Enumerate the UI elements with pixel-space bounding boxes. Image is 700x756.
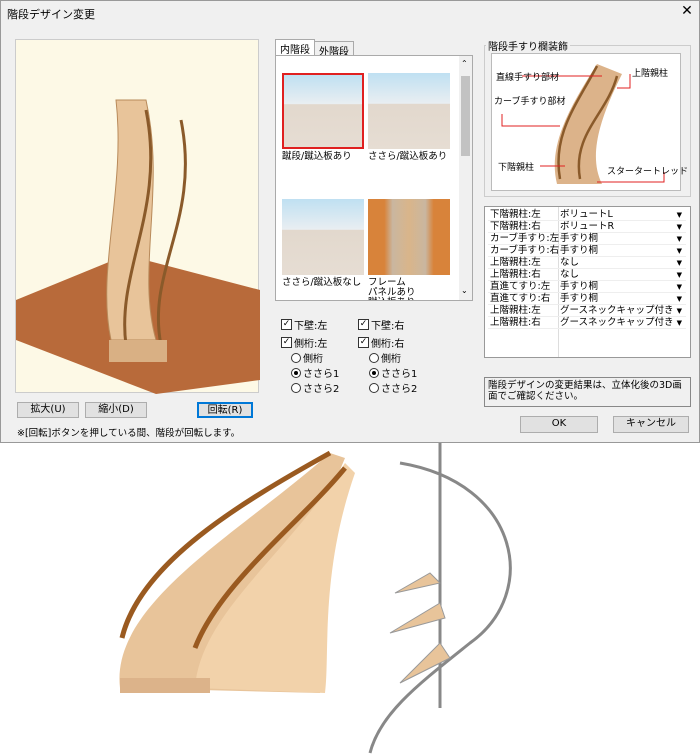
- right-radio-sasara2[interactable]: ささら2: [369, 380, 417, 395]
- zoom-out-button[interactable]: 縮小(D): [85, 402, 147, 418]
- left-radio-sasara1[interactable]: ささら1: [291, 365, 339, 380]
- lower-wall-left-checkbox[interactable]: ✓下壁:左: [281, 319, 328, 332]
- info-message: 階段デザインの変更結果は、立体化後の3D画面でご確認ください。: [484, 377, 691, 407]
- dropdown-arrow-icon[interactable]: ▼: [676, 295, 682, 303]
- table-row[interactable]: 上階親柱:右 グースネックキャップ付き▼: [488, 317, 686, 329]
- row-key: 上階親柱:左: [490, 257, 541, 268]
- gallery-item-label: ささら/蹴込板あり: [368, 151, 448, 162]
- rotate-button[interactable]: 回転(R): [197, 402, 253, 418]
- cancel-button[interactable]: キャンセル: [613, 416, 689, 433]
- right-radio-sasara1[interactable]: ささら1: [369, 365, 417, 380]
- gallery-scrollbar[interactable]: ⌃ ⌄: [459, 56, 472, 300]
- label-upper-post: 上階親柱: [632, 69, 669, 79]
- stringer-right-checkbox[interactable]: ✓側桁:右: [358, 337, 405, 350]
- row-value-select[interactable]: ボリュートR: [560, 221, 615, 232]
- row-key: 上階親柱:右: [490, 269, 541, 280]
- row-value-select[interactable]: なし: [560, 269, 580, 280]
- zoom-in-button[interactable]: 拡大(U): [17, 402, 79, 418]
- dialog-title: 階段デザイン変更: [7, 8, 95, 21]
- stair-design-dialog: 階段デザイン変更 ✕ 拡大(U) 縮小(D) 回転(R) ※[回転]ボタンを押し…: [0, 0, 700, 443]
- row-value-select[interactable]: 手すり桐: [560, 281, 599, 292]
- railing-diagram: 直線手すり部材 上階親柱 カーブ手すり部材 下階親柱 スタータートレッド: [491, 53, 688, 191]
- left-radio-sasara2[interactable]: ささら2: [291, 380, 339, 395]
- lower-wall-right-checkbox[interactable]: ✓下壁:右: [358, 319, 405, 332]
- gallery-item-label: フレーム パネルあり 蹴込板あり: [368, 277, 416, 301]
- stair-example-illustrations: [119, 443, 512, 754]
- table-row[interactable]: 上階親柱:右 なし ▼: [488, 269, 686, 281]
- row-key: 上階親柱:左: [490, 305, 541, 316]
- dropdown-arrow-icon[interactable]: ▼: [676, 259, 682, 267]
- table-row[interactable]: カーブ手すり:左手すり桐 ▼: [488, 233, 686, 245]
- stair-style-gallery: 蹴段/蹴込板あり ささら/蹴込板あり ささら/蹴込板なし フレーム パネルあり …: [275, 55, 473, 301]
- right-radio-stringer[interactable]: 側桁: [369, 350, 401, 365]
- row-key: 直進てすり:左: [490, 281, 551, 292]
- row-key: 下階親柱:左: [490, 209, 541, 220]
- row-value-select[interactable]: グースネックキャップ付き: [560, 305, 674, 316]
- gallery-item-label: ささら/蹴込板なし: [282, 277, 362, 288]
- table-row[interactable]: 下階親柱:左 ボリュートL ▼: [488, 209, 686, 221]
- label-starter-tread: スタータートレッド: [607, 167, 689, 177]
- row-key: カーブ手すり:左: [490, 233, 560, 244]
- ok-button[interactable]: OK: [520, 416, 598, 433]
- dropdown-arrow-icon[interactable]: ▼: [676, 271, 682, 279]
- decoration-group-title: 階段手すり欄装飾: [486, 38, 570, 53]
- table-row[interactable]: 上階親柱:左 グースネックキャップ付き▼: [488, 305, 686, 317]
- left-radio-stringer[interactable]: 側桁: [291, 350, 323, 365]
- label-lower-post: 下階親柱: [498, 163, 535, 173]
- label-curve-rail: カーブ手すり部材: [494, 97, 566, 107]
- row-value-select[interactable]: 手すり桐: [560, 245, 599, 256]
- dropdown-arrow-icon[interactable]: ▼: [676, 247, 682, 255]
- table-row[interactable]: 上階親柱:左 なし ▼: [488, 257, 686, 269]
- dropdown-arrow-icon[interactable]: ▼: [676, 223, 682, 231]
- row-value-select[interactable]: 手すり桐: [560, 233, 599, 244]
- rotate-note: ※[回転]ボタンを押している間、階段が回転します。: [17, 428, 241, 439]
- dropdown-arrow-icon[interactable]: ▼: [676, 211, 682, 219]
- gallery-item-thumb[interactable]: [282, 199, 364, 275]
- spiral-stair-illustration: [368, 443, 512, 754]
- table-row[interactable]: 下階親柱:右 ボリュートR ▼: [488, 221, 686, 233]
- row-value-select[interactable]: 手すり桐: [560, 293, 599, 304]
- gallery-item-label: 蹴段/蹴込板あり: [282, 151, 352, 162]
- table-row[interactable]: 直進てすり:左手すり桐 ▼: [488, 281, 686, 293]
- row-value-select[interactable]: グースネックキャップ付き: [560, 317, 674, 328]
- gallery-item-thumb[interactable]: [282, 73, 364, 149]
- stringer-left-checkbox[interactable]: ✓側桁:左: [281, 337, 328, 350]
- dropdown-arrow-icon[interactable]: ▼: [676, 307, 682, 315]
- dropdown-arrow-icon[interactable]: ▼: [676, 235, 682, 243]
- railing-options-table: 下階親柱:左ボリュートL▼下階親柱:右ボリュートR▼カーブ手すり:左手すり桐▼カ…: [484, 206, 691, 358]
- label-straight-rail: 直線手すり部材: [496, 73, 560, 83]
- tab-indoor[interactable]: 内階段: [275, 39, 315, 56]
- row-key: 上階親柱:右: [490, 317, 541, 328]
- dropdown-arrow-icon[interactable]: ▼: [676, 283, 682, 291]
- row-value-select[interactable]: なし: [560, 257, 580, 268]
- gallery-item-thumb[interactable]: [368, 199, 450, 275]
- table-row[interactable]: カーブ手すり:右手すり桐 ▼: [488, 245, 686, 257]
- row-key: 下階親柱:右: [490, 221, 541, 232]
- stair-3d-preview[interactable]: [15, 39, 260, 394]
- row-value-select[interactable]: ボリュートL: [560, 209, 613, 220]
- row-key: カーブ手すり:右: [490, 245, 560, 256]
- row-key: 直進てすり:右: [490, 293, 551, 304]
- gallery-item-thumb[interactable]: [368, 73, 450, 149]
- dropdown-arrow-icon[interactable]: ▼: [676, 319, 682, 327]
- table-row[interactable]: 直進てすり:右手すり桐 ▼: [488, 293, 686, 305]
- close-button[interactable]: ✕: [681, 3, 693, 19]
- stair-preview-image: [16, 99, 260, 394]
- curved-stair-illustration: [119, 450, 355, 693]
- decoration-group: [484, 45, 691, 197]
